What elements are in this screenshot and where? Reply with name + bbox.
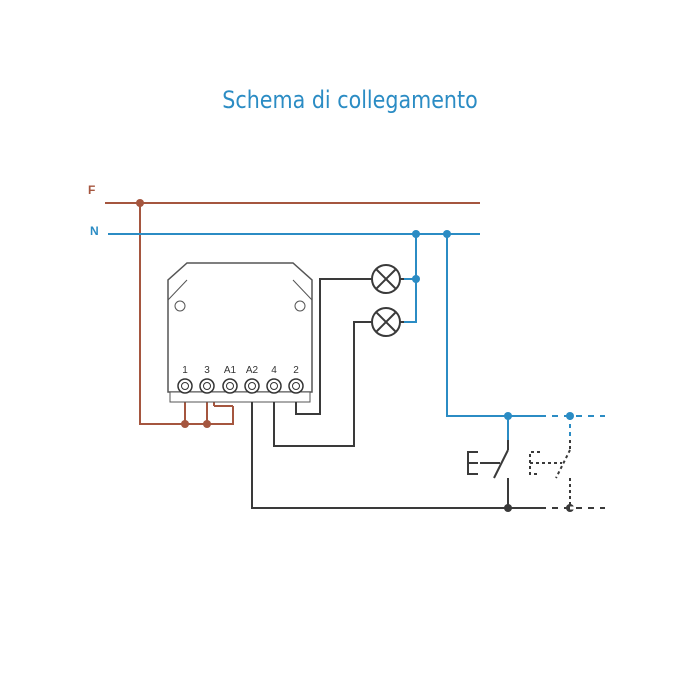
phase-node-3 — [203, 420, 211, 428]
neutral-lamp-node — [412, 275, 420, 283]
device-screw-hole-right — [294, 300, 306, 312]
relay-device: 1 3 A1 A2 4 2 — [167, 262, 313, 403]
diagram-title: Schema di collegamento — [222, 86, 478, 114]
neutral-line: N — [90, 224, 605, 440]
lamp-1 — [371, 264, 404, 294]
terminal-screw-3 — [199, 378, 215, 394]
terminal-label-1: 1 — [182, 365, 188, 376]
pushbutton-contact — [493, 449, 509, 479]
pushbutton-1-node — [504, 504, 512, 512]
terminal-screw-2 — [288, 378, 304, 394]
wire-terminal-2-to-lamp-1 — [295, 278, 372, 415]
terminal-label-2: 2 — [293, 365, 299, 376]
device-tab-right — [292, 279, 313, 301]
neutral-to-buttons — [446, 234, 540, 417]
terminal-label-a2: A2 — [246, 365, 259, 376]
wire-terminal-4-to-lamp-2 — [273, 321, 372, 447]
device-body — [167, 262, 313, 393]
terminal-labels: 1 3 A1 A2 4 2 — [182, 365, 299, 376]
terminal-screws — [177, 378, 304, 394]
neutral-label: N — [90, 224, 99, 238]
device-tab-left — [167, 279, 188, 301]
device-terminal-strip — [169, 391, 311, 403]
terminal-label-3: 3 — [204, 365, 210, 376]
terminal-label-4: 4 — [271, 365, 277, 376]
phase-line: F — [88, 183, 480, 428]
load-wires — [251, 278, 605, 509]
neutral-to-lamps — [400, 234, 417, 323]
terminal-screw-4 — [266, 378, 282, 394]
pushbutton-switch — [467, 440, 512, 512]
phase-label: F — [88, 183, 95, 197]
wire-terminal-a2-to-buttons — [251, 402, 605, 509]
terminal-screw-a2 — [244, 378, 260, 394]
lamp-2 — [371, 307, 404, 337]
terminal-screw-1 — [177, 378, 193, 394]
device-screw-hole-left — [174, 300, 186, 312]
terminal-label-a1: A1 — [224, 365, 237, 376]
phase-node-1 — [181, 420, 189, 428]
additional-pushbutton-dashed — [529, 440, 574, 512]
terminal-screw-a1 — [222, 378, 238, 394]
